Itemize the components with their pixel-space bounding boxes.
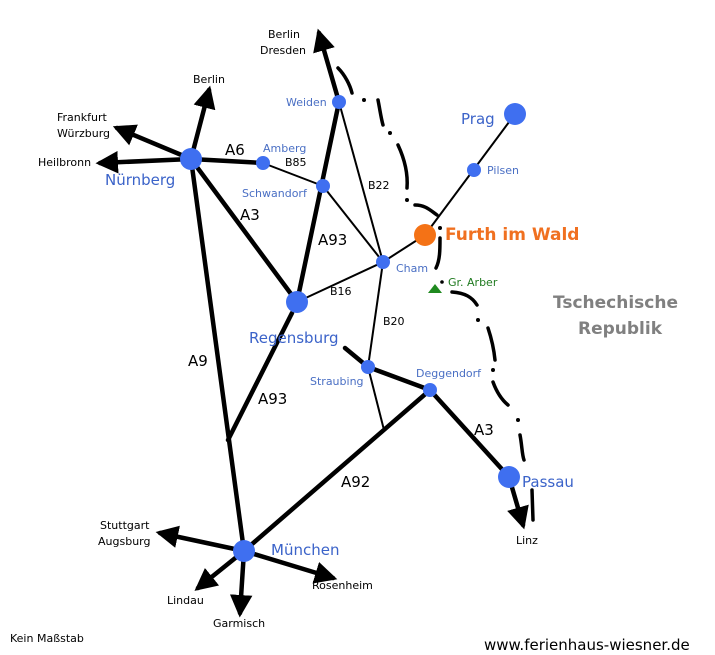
road-a93-berlin[interactable] [313,28,342,105]
dest-frankfurt: Frankfurt [57,111,107,124]
country-label-line2: Republik [578,319,663,339]
dest-berlin-dresden-2: Dresden [260,44,306,57]
mountain-icon[interactable] [428,284,442,293]
website-link[interactable]: www.ferienhaus-wiesner.de [484,636,690,654]
arrow-rosenheim[interactable] [241,548,338,584]
summit-dot-icon [440,280,444,284]
dest-augsburg: Augsburg [98,535,150,548]
city-dot-pilsen[interactable] [467,163,481,177]
label-b16: B16 [330,285,352,298]
road-a92[interactable] [241,387,433,554]
mountain-marker [428,280,444,293]
road-a9[interactable] [188,156,247,554]
country-label-line1: Tschechische [553,293,678,313]
city-dot-weiden[interactable] [332,95,346,109]
label-b85: B85 [285,156,307,169]
road-a6[interactable] [188,156,266,166]
label-a93-south: A93 [258,390,287,408]
label-furth-im-wald: Furth im Wald [445,225,579,245]
dest-garmisch: Garmisch [213,617,265,630]
city-dot-regensburg[interactable] [286,291,308,313]
label-a3-south: A3 [474,421,494,439]
label-cham: Cham [396,262,428,275]
arrow-berlin[interactable] [188,85,216,162]
dest-linz: Linz [516,534,538,547]
road-b22[interactable] [338,101,384,263]
label-a6: A6 [225,141,245,159]
city-dot-passau[interactable] [498,466,520,488]
city-dot-straubing[interactable] [361,360,375,374]
border-line [336,66,535,522]
road-b16[interactable] [296,261,384,303]
arrow-heilbronn[interactable] [95,150,194,174]
road-a3-south[interactable] [427,387,512,480]
dest-rosenheim: Rosenheim [312,579,373,592]
label-b22: B22 [368,179,390,192]
label-a3-north: A3 [240,206,260,224]
label-nuernberg: Nürnberg [105,171,175,189]
label-weiden: Weiden [286,96,327,109]
road-a93-north[interactable] [294,99,342,305]
label-passau: Passau [522,473,574,491]
city-dot-deggendorf[interactable] [423,383,437,397]
city-dot-furth[interactable] [414,224,436,246]
dest-lindau: Lindau [167,594,204,607]
scale-note: Kein Maßstab [10,632,84,645]
motorways [95,28,529,618]
road-b20-south[interactable] [367,366,385,431]
road-a3-straubing-deggendorf[interactable] [365,364,433,393]
road-a3-north[interactable] [188,156,300,305]
dest-heilbronn: Heilbronn [38,156,91,169]
city-dot-schwandorf[interactable] [316,179,330,193]
label-deggendorf: Deggendorf [416,367,482,380]
dest-berlin-dresden-1: Berlin [268,28,300,41]
city-dots [180,95,526,562]
arrow-stuttgart[interactable] [155,525,247,554]
road-b85-a[interactable] [262,162,324,187]
dest-wuerzburg: Würzburg [57,127,110,140]
label-regensburg: Regensburg [249,329,339,347]
label-pilsen: Pilsen [487,164,519,177]
label-schwandorf: Schwandorf [242,187,308,200]
city-dot-muenchen[interactable] [233,540,255,562]
arrow-frankfurt[interactable] [112,124,194,162]
label-a93-north: A93 [318,231,347,249]
label-gr-arber: Gr. Arber [448,276,498,289]
label-a92: A92 [341,473,370,491]
label-a9: A9 [188,352,208,370]
federal-roads [262,101,516,431]
city-dot-cham[interactable] [376,255,390,269]
road-a93-south[interactable] [225,310,295,443]
road-b20[interactable] [367,261,384,368]
road-b85-b[interactable] [322,185,384,263]
dest-berlin: Berlin [193,73,225,86]
label-prag: Prag [461,110,495,128]
label-b20: B20 [383,315,405,328]
city-dot-amberg[interactable] [256,156,270,170]
label-muenchen: München [271,541,339,559]
label-amberg: Amberg [263,142,306,155]
city-dot-prag[interactable] [504,103,526,125]
city-dot-nuernberg[interactable] [180,148,202,170]
label-straubing: Straubing [310,375,364,388]
dest-stuttgart: Stuttgart [100,519,150,532]
